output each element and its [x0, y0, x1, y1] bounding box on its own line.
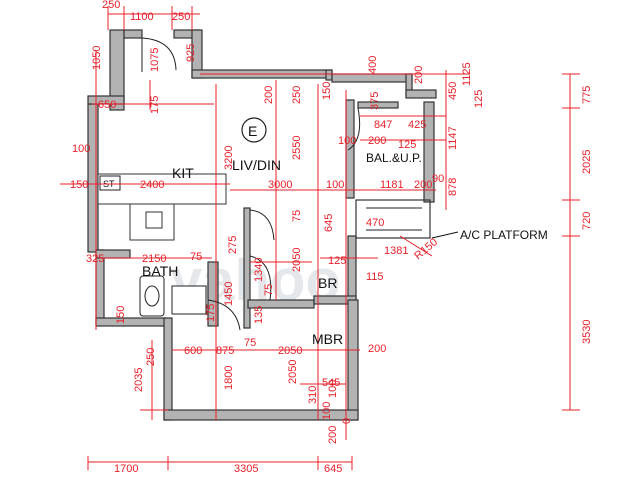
dim-200d: 200 [414, 179, 432, 191]
dim-2050b: 2050 [278, 345, 302, 357]
dim-310: 310 [307, 386, 319, 404]
dim-175a: 175 [149, 96, 161, 114]
dim-100c: 100 [326, 179, 344, 191]
dim-425: 425 [408, 119, 426, 131]
dim-100a: 100 [338, 135, 356, 147]
dim-2035: 2035 [133, 368, 145, 392]
bottom-dim-3: 645 [324, 463, 342, 475]
dim-1147: 1147 [447, 126, 459, 150]
dim-75c: 75 [263, 284, 275, 296]
dim-2150: 2150 [142, 253, 166, 265]
dim-2050a: 2050 [291, 248, 303, 272]
dim-75a: 75 [291, 210, 303, 222]
unit-mark-label: E [248, 123, 257, 139]
ac-platform-label: A/C PLATFORM [460, 228, 548, 242]
unit-mark-circle [241, 117, 267, 143]
right-dim-2: 2025 [581, 150, 593, 174]
dim-325: 325 [86, 253, 104, 265]
bottom-dim-1: 1700 [114, 463, 138, 475]
dim-100d: 100 [327, 380, 339, 398]
radius-label: R150 [412, 236, 440, 262]
dim-200f: 200 [327, 426, 339, 444]
dim-75b: 75 [190, 251, 202, 263]
dim-135: 135 [253, 306, 265, 324]
top-dim-3: 250 [172, 11, 190, 23]
dim-2550: 2550 [291, 136, 303, 160]
dim-1381: 1381 [384, 245, 408, 257]
dim-645: 645 [323, 214, 335, 232]
dim-100e: 100 [321, 402, 333, 420]
dim-75d: 75 [244, 337, 256, 349]
dim-375: 375 [369, 92, 381, 110]
dim-200c: 200 [368, 135, 386, 147]
doors [141, 37, 361, 331]
dim-470: 470 [366, 217, 384, 229]
dim-925: 925 [185, 44, 197, 62]
dim-875: 875 [216, 345, 234, 357]
room-mbr: MBR [312, 331, 343, 347]
dim-275: 275 [227, 236, 239, 254]
room-bal: BAL.&U.P. [366, 151, 422, 165]
bath-fixtures [139, 275, 207, 317]
bottom-dim-2: 3305 [234, 463, 258, 475]
dim-1800: 1800 [223, 366, 235, 390]
dim-150a: 150 [321, 82, 333, 100]
top-dim-2: 1100 [130, 11, 154, 23]
dim-115: 115 [366, 271, 384, 283]
dim-1125: 1125 [461, 62, 473, 86]
dim-600: 600 [184, 345, 202, 357]
dim-200b: 200 [263, 86, 275, 104]
dim-125a: 125 [473, 90, 485, 108]
dim-0: 0 [341, 418, 353, 424]
right-dim-4: 3530 [581, 320, 593, 344]
dim-250b: 250 [145, 348, 157, 366]
dim-3200: 3200 [223, 146, 235, 170]
dim-90: 90 [432, 173, 444, 185]
dim-878: 878 [447, 178, 459, 196]
dim-400: 400 [367, 56, 379, 74]
dim-650: 650 [98, 99, 116, 111]
room-liv-din: LIV/DIN [232, 157, 281, 173]
dim-200a: 200 [413, 66, 425, 84]
dim-2050c: 2050 [287, 360, 299, 384]
dim-100b: 100 [72, 143, 90, 155]
right-dim-3: 720 [581, 212, 593, 230]
dim-250: 250 [291, 86, 303, 104]
dim-175b: 175 [205, 304, 217, 322]
dim-1450: 1450 [223, 282, 235, 306]
dim-125c: 125 [328, 255, 346, 267]
dim-150c: 150 [115, 306, 127, 324]
dim-3000: 3000 [268, 179, 292, 191]
dim-1050: 1050 [91, 46, 103, 70]
room-br: BR [318, 275, 337, 291]
dim-450: 450 [447, 82, 459, 100]
top-dim-1: 250 [102, 0, 120, 11]
dim-545: 545 [322, 377, 340, 389]
dim-125b: 125 [398, 139, 416, 151]
dim-2400: 2400 [140, 179, 164, 191]
room-bath: BATH [142, 263, 178, 279]
st-box [99, 175, 121, 191]
dim-150b: 150 [70, 179, 88, 191]
dim-1075: 1075 [149, 48, 161, 72]
room-kit: KIT [172, 165, 194, 181]
dim-847: 847 [374, 119, 392, 131]
right-dim-1: 775 [581, 86, 593, 104]
dim-200e: 200 [368, 343, 386, 355]
dim-1181: 1181 [380, 179, 404, 191]
dim-1340: 1340 [253, 258, 265, 282]
dimension-lines [60, 6, 580, 470]
